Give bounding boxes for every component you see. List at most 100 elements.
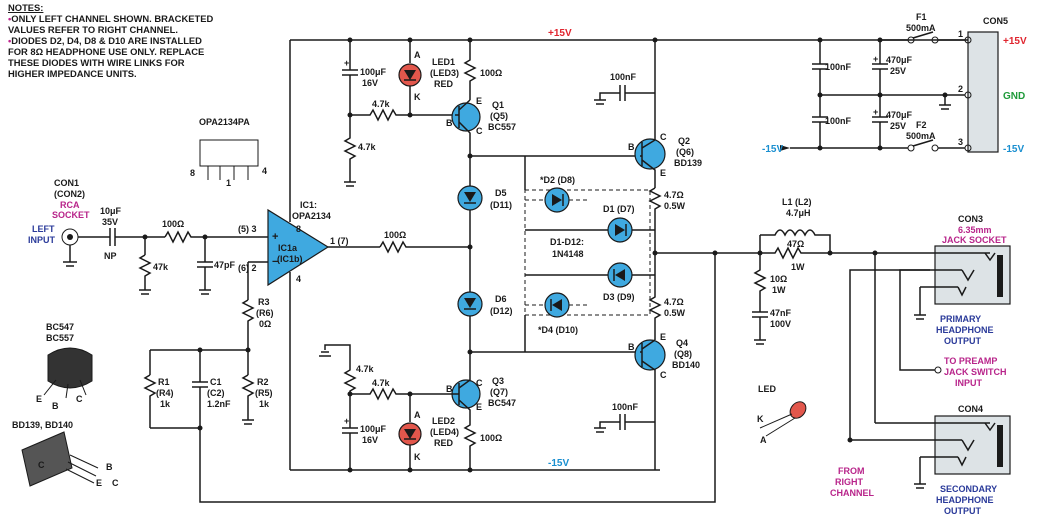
led1-symbol bbox=[398, 40, 422, 115]
q1-c: C bbox=[476, 126, 483, 136]
pinout-power-b: B bbox=[106, 462, 113, 472]
c100n-bot-value: 100nF bbox=[612, 402, 639, 412]
con4-label: CON4 bbox=[958, 404, 983, 414]
c-in-voltage: 35V bbox=[102, 217, 118, 227]
diode-group-label: D1-D12: bbox=[550, 237, 584, 247]
pos-rail-label: +15V bbox=[548, 28, 572, 39]
q1-symbol bbox=[451, 99, 481, 156]
bot-r4k7b-value: 4.7k bbox=[372, 378, 391, 388]
notes-heading: NOTES: bbox=[8, 2, 44, 13]
zobel-c-voltage: 100V bbox=[770, 319, 791, 329]
con5-pin3: 3 bbox=[958, 137, 963, 147]
con1-type2-label: SOCKET bbox=[52, 210, 90, 220]
l1-r47-symbol bbox=[760, 246, 830, 260]
right-ch-l3: CHANNEL bbox=[830, 488, 875, 498]
con4-out2: HEADPHONE bbox=[936, 495, 994, 505]
l1-r-value: 47Ω bbox=[787, 239, 804, 249]
supply-c470a-value: 470μF bbox=[886, 55, 913, 65]
r2-ref: R2 bbox=[257, 377, 269, 387]
supply-neg-in-label: -15V bbox=[762, 144, 783, 155]
r2-alt: (R5) bbox=[255, 388, 273, 398]
c1-value: 1.2nF bbox=[207, 399, 231, 409]
opamp-a: IC1a bbox=[278, 243, 298, 253]
q3-c: C bbox=[476, 378, 483, 388]
con3-out3: OUTPUT bbox=[944, 336, 982, 346]
pinout-small-c: C bbox=[76, 394, 83, 404]
pinout-power-c: C bbox=[38, 460, 45, 470]
q1-b: B bbox=[446, 118, 453, 128]
led2-alt: (LED4) bbox=[430, 427, 459, 437]
opamp-pin-vneg: 4 bbox=[296, 274, 301, 284]
to126-drawing bbox=[21, 431, 99, 487]
con1-label: CON1 bbox=[54, 178, 79, 188]
r1-alt: (R4) bbox=[156, 388, 174, 398]
q2-alt: (Q6) bbox=[676, 147, 694, 157]
bot-cap-plus: + bbox=[344, 416, 349, 426]
pkg-pin4: 4 bbox=[262, 166, 267, 176]
d2-symbol bbox=[525, 187, 590, 213]
bot-r4k7b-symbol bbox=[350, 387, 455, 401]
led2-k: K bbox=[414, 452, 421, 462]
opamp-ref: IC1: bbox=[300, 200, 317, 210]
q3-e: E bbox=[476, 402, 482, 412]
led2-a: A bbox=[414, 410, 421, 420]
d5-ref: D5 bbox=[495, 188, 507, 198]
notes-block: NOTES: ONLY LEFT CHANNEL SHOWN. BRACKETE… bbox=[8, 2, 218, 79]
l1-symbol bbox=[760, 229, 831, 253]
q4-c: C bbox=[660, 370, 667, 380]
supply-caps-symbol bbox=[812, 40, 888, 148]
supply-c470b-voltage: 25V bbox=[890, 121, 906, 131]
diode-group-part: 1N4148 bbox=[552, 249, 584, 259]
con3-out2: HEADPHONE bbox=[936, 325, 994, 335]
opamp-pin-pos: (5) 3 bbox=[238, 224, 257, 234]
pinout-led-label: LED bbox=[758, 384, 777, 394]
f2-ref: F2 bbox=[916, 120, 927, 130]
d3-ref: D3 (D9) bbox=[603, 292, 635, 302]
q4-alt: (Q8) bbox=[674, 349, 692, 359]
led1-alt: (LED3) bbox=[430, 68, 459, 78]
q3-symbol bbox=[451, 352, 481, 420]
r3-value: 0Ω bbox=[259, 319, 271, 329]
bot-cap-value: 100μF bbox=[360, 424, 387, 434]
opamp-part: OPA2134 bbox=[292, 211, 331, 221]
d6-ref: D6 bbox=[495, 294, 507, 304]
ic-package-drawing bbox=[199, 139, 259, 180]
d3-symbol bbox=[525, 262, 655, 288]
q4-symbol bbox=[634, 339, 666, 470]
d2-ref: *D2 (D8) bbox=[540, 175, 575, 185]
con3-out1: PRIMARY bbox=[940, 314, 981, 324]
note-item-2: DIODES D2, D4, D8 & D10 ARE INSTALLED FO… bbox=[8, 35, 218, 79]
input-resistor-symbol bbox=[164, 230, 240, 244]
q3-alt: (Q7) bbox=[490, 387, 508, 397]
q2-symbol bbox=[634, 138, 666, 188]
q3-b: B bbox=[446, 384, 453, 394]
q4-b: B bbox=[628, 342, 635, 352]
con4-out3: OUTPUT bbox=[944, 506, 982, 516]
c100n-top-symbol bbox=[594, 85, 655, 105]
q2-b: B bbox=[628, 142, 635, 152]
r2-value: 1k bbox=[259, 399, 270, 409]
d4-symbol bbox=[525, 292, 590, 318]
bot-cap-symbol bbox=[342, 394, 358, 470]
con5-pos-label: +15V bbox=[1003, 36, 1027, 47]
top-cap-voltage: 16V bbox=[362, 78, 378, 88]
led1-color: RED bbox=[434, 79, 454, 89]
re-top-value: 4.7Ω bbox=[664, 190, 684, 200]
pinout-small-1: BC547 bbox=[46, 322, 74, 332]
bot-r4k7a-symbol bbox=[319, 344, 357, 394]
q2-c: C bbox=[660, 132, 667, 142]
c1-alt: (C2) bbox=[207, 388, 225, 398]
r-out-value: 100Ω bbox=[384, 230, 406, 240]
input-cap-symbol bbox=[109, 228, 165, 246]
con5-label: CON5 bbox=[983, 16, 1008, 26]
opamp-pin-out: 1 (7) bbox=[330, 236, 349, 246]
q4-e: E bbox=[660, 332, 666, 342]
r3-symbol bbox=[241, 262, 255, 350]
bot-r100-symbol bbox=[463, 420, 477, 470]
top-r100-symbol bbox=[463, 40, 477, 100]
led1-k: K bbox=[414, 92, 421, 102]
con5-block bbox=[967, 31, 999, 153]
to92-drawing bbox=[43, 347, 93, 399]
c47p-symbol bbox=[197, 237, 213, 295]
